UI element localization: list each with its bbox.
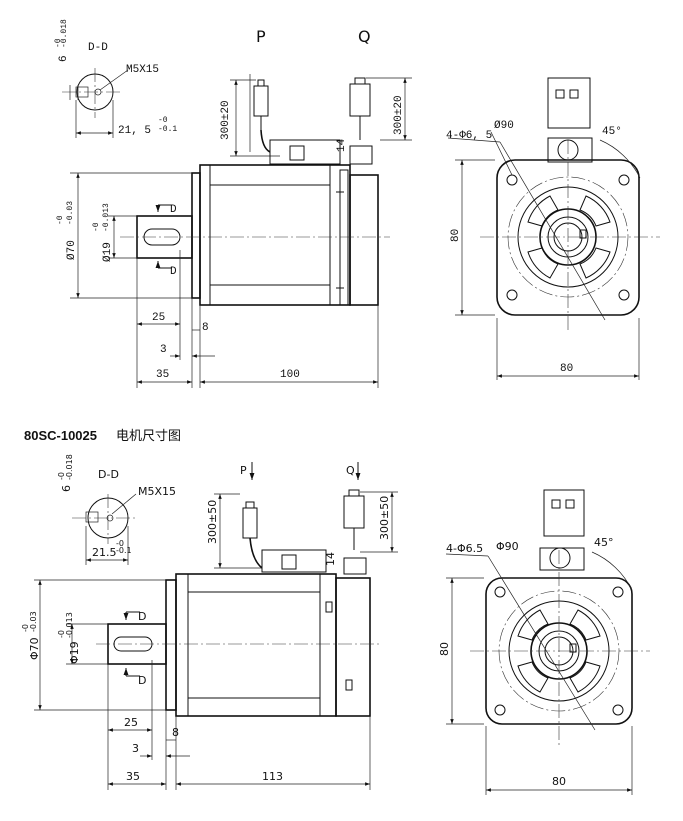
angle-dim: 45° [602, 126, 622, 138]
connector-p-label: P [240, 464, 247, 477]
mount-hole [612, 704, 624, 716]
bottom-drawing: D-D 6 -0 -0.018 M5X15 21.5 -0 -0.1 P Q [21, 454, 650, 795]
keyway-width-dim: 6 [58, 55, 70, 62]
mount-hole [612, 586, 624, 598]
shaft-length-dim: 35 [126, 770, 140, 783]
shaft-tol-lower: -0.013 [65, 612, 74, 638]
end-view-top: 4-Φ6, 5 Ø90 45° 80 80 [446, 77, 660, 380]
flange-tol-upper: -0 [21, 624, 30, 632]
hole-spec: 4-Φ6.5 [446, 542, 483, 555]
side-height-dim: 80 [438, 642, 451, 656]
flange-tol-lower: -0.03 [29, 611, 38, 632]
connector-q-label: Q [346, 464, 355, 477]
flange-diameter-dim: Φ70 [28, 637, 41, 660]
shaft-tol-upper: -0 [92, 222, 101, 232]
drawing-caption: 80SC-10025 电机尺寸图 [24, 428, 181, 444]
pcd-dim: Φ90 [496, 540, 519, 553]
cable-length-p: 300±20 [220, 100, 232, 140]
shaft-diameter-dim: Ø19 [102, 242, 114, 262]
side-height-dim: 80 [450, 229, 462, 242]
connector-p-plug [242, 507, 258, 539]
body-length-dim: 100 [280, 369, 300, 381]
connector-p-plug [253, 85, 269, 117]
section-label: D-D [88, 42, 108, 54]
keyway-width-tol-upper: -0 [54, 38, 63, 48]
hole-spec: 4-Φ6, 5 [446, 130, 492, 142]
connector-q-plug [349, 83, 371, 117]
section-dd-view-bottom: D-D 6 -0 -0.018 M5X15 21.5 -0 -0.1 [57, 454, 176, 565]
section-mark-lower: D [170, 266, 177, 278]
shaft-tol-upper: -0 [57, 630, 66, 638]
pcd-dim: Ø90 [494, 120, 514, 132]
key-offset-dim: 3 [132, 742, 139, 755]
flange-thickness-dim: 8 [202, 322, 209, 334]
key-depth-tol-lower: -0.1 [116, 546, 132, 555]
connector-q-plug [343, 495, 365, 529]
keyway-width-tol-upper: -0 [57, 472, 66, 480]
encoder-cap [335, 577, 371, 717]
section-label: D-D [98, 468, 119, 481]
key-depth-tol-lower: -0.1 [158, 125, 177, 134]
connector-offset-dim: 14 [324, 552, 337, 566]
end-view-connector [543, 489, 585, 537]
section-mark-lower: D [138, 674, 146, 687]
section-mark-upper: D [170, 204, 177, 216]
cable-length-p: 300±50 [206, 500, 219, 544]
connector-q-label: Q [358, 27, 371, 46]
motor-body [199, 164, 351, 306]
keyway-width-tol-lower: -0.018 [60, 19, 69, 48]
key-depth-dim: 21.5 [92, 546, 117, 559]
angle-dim: 45° [594, 536, 614, 549]
screw-label: M5X15 [138, 485, 176, 498]
mount-hole [494, 704, 506, 716]
key-depth-tol-upper: -0 [158, 116, 168, 125]
keyway-width-tol-lower: -0.018 [65, 454, 74, 480]
key-length-dim: 25 [124, 716, 138, 729]
end-view-connector [547, 77, 591, 129]
flange-tol-upper: -0 [56, 215, 65, 225]
mount-hole [506, 174, 518, 186]
connector-p-label: P [256, 27, 266, 46]
mount-hole [618, 289, 630, 301]
flange-diameter-dim: Ø70 [66, 240, 78, 260]
screw-label: M5X15 [126, 64, 159, 76]
encoder-cap [349, 174, 379, 306]
flange-plate [191, 172, 201, 299]
front-view-top: P Q 300±20 300±20 14 [56, 27, 412, 388]
side-width-dim: 80 [552, 775, 566, 788]
key-offset-dim: 3 [160, 344, 167, 356]
flange-thickness-dim: 8 [172, 726, 179, 739]
flange-plate [165, 579, 177, 711]
mount-hole [618, 174, 630, 186]
shaft-length-dim: 35 [156, 369, 169, 381]
caption-text: 电机尺寸图 [116, 429, 181, 444]
keyway-width-dim: 6 [60, 485, 73, 492]
cable-length-q: 300±20 [393, 95, 405, 135]
key-depth-dim: 21, 5 [118, 125, 151, 137]
top-drawing: D-D 6 -0 -0.018 M5X15 21, 5 -0 -0.1 P Q [54, 19, 660, 388]
motor-body [175, 573, 337, 717]
connector-offset-dim: 14 [336, 138, 348, 152]
side-width-dim: 80 [560, 363, 573, 375]
front-view-bottom: P Q 300±50 300±50 14 [21, 462, 398, 790]
end-view-frame [496, 159, 640, 316]
cable-length-q: 300±50 [378, 496, 391, 540]
mount-hole [494, 586, 506, 598]
body-length-dim: 113 [262, 770, 283, 783]
shaft-diameter-dim: Φ19 [68, 641, 81, 664]
key-length-dim: 25 [152, 312, 165, 324]
section-mark-upper: D [138, 610, 146, 623]
end-view-bottom: 4-Φ6.5 Φ90 45° 80 80 [438, 489, 650, 795]
model-number: 80SC-10025 [24, 428, 97, 443]
shaft-tol-lower: -0.013 [102, 203, 111, 232]
section-dd-view-top: D-D 6 -0 -0.018 M5X15 21, 5 -0 -0.1 [54, 19, 177, 138]
flange-tol-lower: -0.03 [66, 201, 75, 225]
mount-hole [506, 289, 518, 301]
key-depth-tol-upper: -0 [116, 539, 124, 548]
